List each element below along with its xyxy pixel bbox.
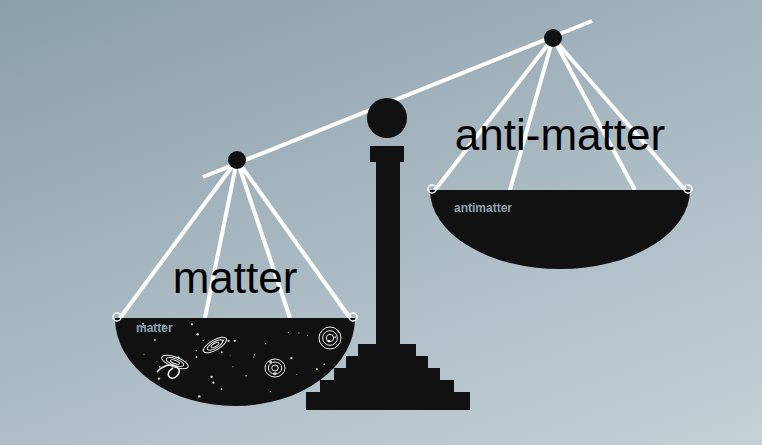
pan-bowl: [115, 318, 355, 406]
pan-label: antimatter: [454, 202, 512, 215]
pan-hook: [684, 185, 692, 193]
pan-label: matter: [136, 322, 173, 335]
scale-pan: anti-matter antimatter: [430, 105, 690, 269]
pivot-dot: [228, 151, 246, 169]
pan-heading: matter: [173, 254, 298, 302]
pan-hook: [428, 185, 436, 193]
pan-hook: [349, 313, 357, 321]
pan-hook: [113, 313, 121, 321]
scale-pan: matter matter: [115, 250, 355, 406]
pan-bowl: [430, 190, 690, 269]
pivot-dot: [544, 29, 562, 47]
pan-strings: [120, 38, 685, 318]
pan-heading: anti-matter: [455, 111, 665, 159]
